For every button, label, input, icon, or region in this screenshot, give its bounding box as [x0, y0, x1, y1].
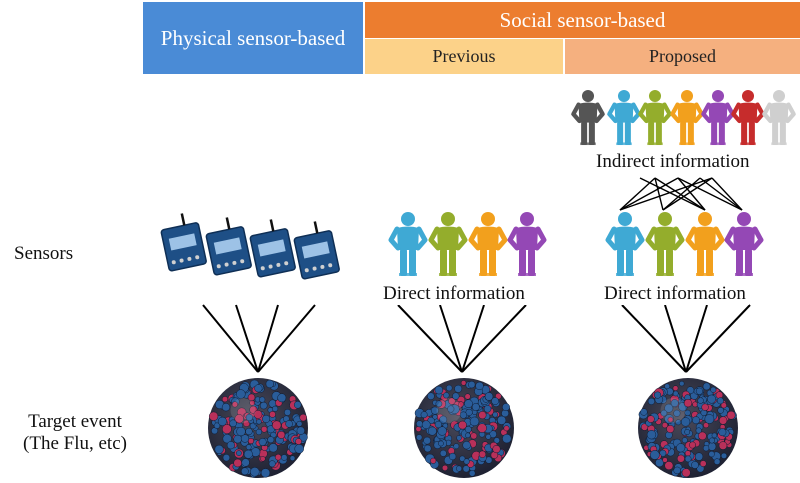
people-group-proposed-direct — [605, 212, 764, 276]
sensor-modules — [160, 213, 340, 280]
proposed-header-label: Proposed — [649, 46, 716, 66]
xbee-module-icon — [205, 217, 252, 276]
previous-header-label: Previous — [432, 46, 496, 66]
person-icon — [762, 90, 796, 146]
person-icon — [571, 90, 605, 146]
previous-header: Previous — [365, 39, 563, 74]
xbee-module-icon — [293, 221, 340, 280]
person-icon — [468, 212, 508, 276]
virus-icon — [414, 378, 514, 478]
indirect-connection-lines — [619, 177, 743, 211]
person-icon — [605, 212, 645, 276]
person-icon — [388, 212, 428, 276]
xbee-module-icon — [160, 213, 207, 272]
sensors-row-label: Sensors — [14, 243, 74, 264]
social-sensor-header-label: Social sensor-based — [499, 7, 666, 32]
person-icon — [645, 212, 685, 276]
person-icon — [670, 90, 704, 146]
target-event-label-line2: (The Flu, etc) — [23, 433, 127, 454]
people-group-previous — [388, 212, 547, 276]
connector-lines-previous — [397, 304, 527, 373]
physical-sensor-header-label: Physical sensor-based — [160, 25, 346, 50]
person-icon — [701, 90, 735, 146]
physical-sensor-header: Physical sensor-based — [143, 2, 363, 74]
xbee-module-icon — [249, 219, 296, 278]
person-icon — [607, 90, 641, 146]
person-icon — [638, 90, 672, 146]
person-icon — [724, 212, 764, 276]
person-icon — [731, 90, 765, 146]
direct-information-label-previous: Direct information — [380, 283, 528, 305]
virus-icon — [208, 378, 308, 478]
direct-information-label-proposed: Direct information — [601, 283, 749, 305]
people-group-proposed-indirect — [571, 90, 796, 146]
target-event-label-line1: Target event — [28, 411, 122, 432]
person-icon — [685, 212, 725, 276]
connector-lines-physical — [202, 304, 316, 373]
indirect-information-label: Indirect information — [593, 151, 753, 173]
virus-icon — [638, 378, 738, 478]
person-icon — [428, 212, 468, 276]
social-sensor-header: Social sensor-based — [365, 2, 800, 38]
target-event-row-label: Target event (The Flu, etc) — [14, 411, 136, 455]
proposed-header: Proposed — [565, 39, 800, 74]
connector-lines-proposed — [621, 304, 751, 373]
person-icon — [507, 212, 547, 276]
